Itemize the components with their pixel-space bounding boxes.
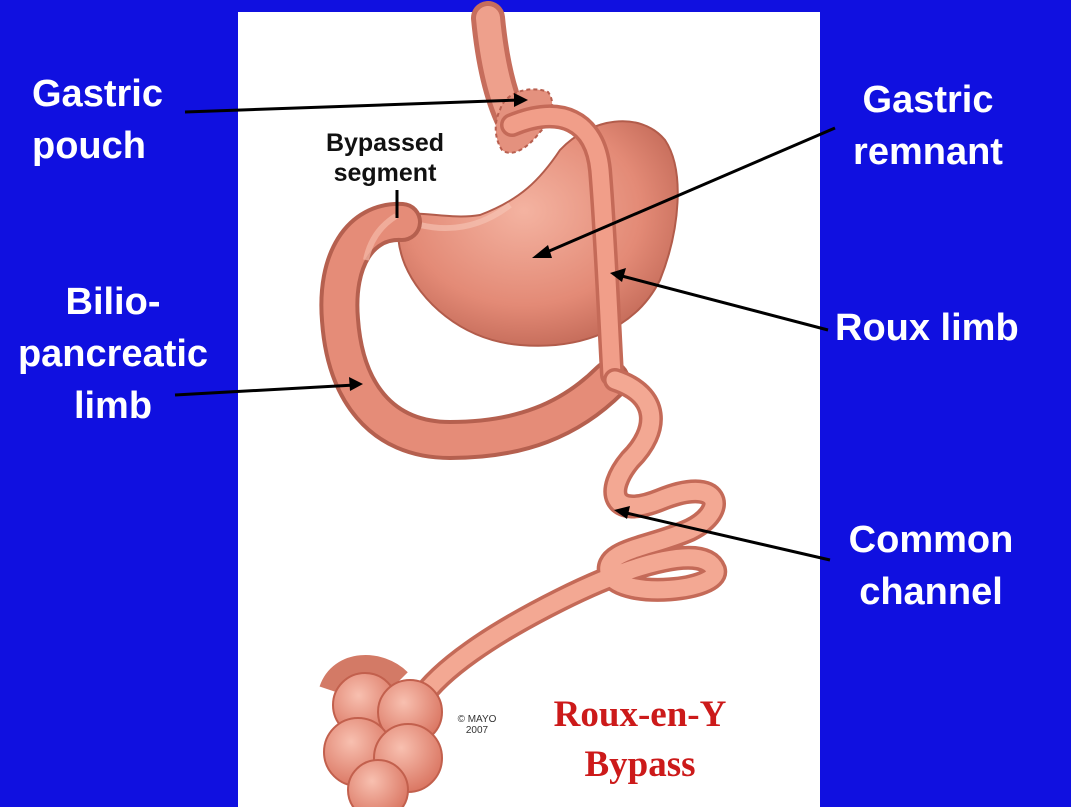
copyright-mark: © MAYO 2007 [457,714,497,736]
gastric-remnant-pointer [539,126,836,257]
roux-limb-shape [500,104,624,387]
roux-limb-pointer [617,273,829,332]
gastric-remnant-arrowhead [532,245,552,258]
roux-limb-arrowhead [610,268,626,282]
common-channel-shape [408,368,727,712]
label-bypassed-segment: Bypassed segment [325,129,445,187]
label-gastric-pouch: Gastric pouch [32,73,163,167]
diagram-title: Roux-en-Y Bypass [553,694,727,785]
common-channel-pointer [621,510,831,562]
arrowheads [349,93,630,519]
label-roux-limb: Roux limb [835,307,1019,349]
biliopancreatic-limb-shape [319,202,630,461]
leader-lines [174,98,836,562]
gastric-pouch-arrowhead [514,93,528,107]
common-channel-arrowhead [614,506,630,519]
label-biliopancreatic-limb: Bilio- pancreatic limb [17,281,209,427]
gastric-pouch-pointer [184,98,521,114]
label-gastric-remnant: Gastric remnant [853,79,1003,173]
biliopancreatic-arrowhead [349,377,363,391]
label-common-channel: Common channel [848,519,1014,613]
colon-shape [319,655,443,807]
biliopancreatic-pointer [174,383,356,397]
